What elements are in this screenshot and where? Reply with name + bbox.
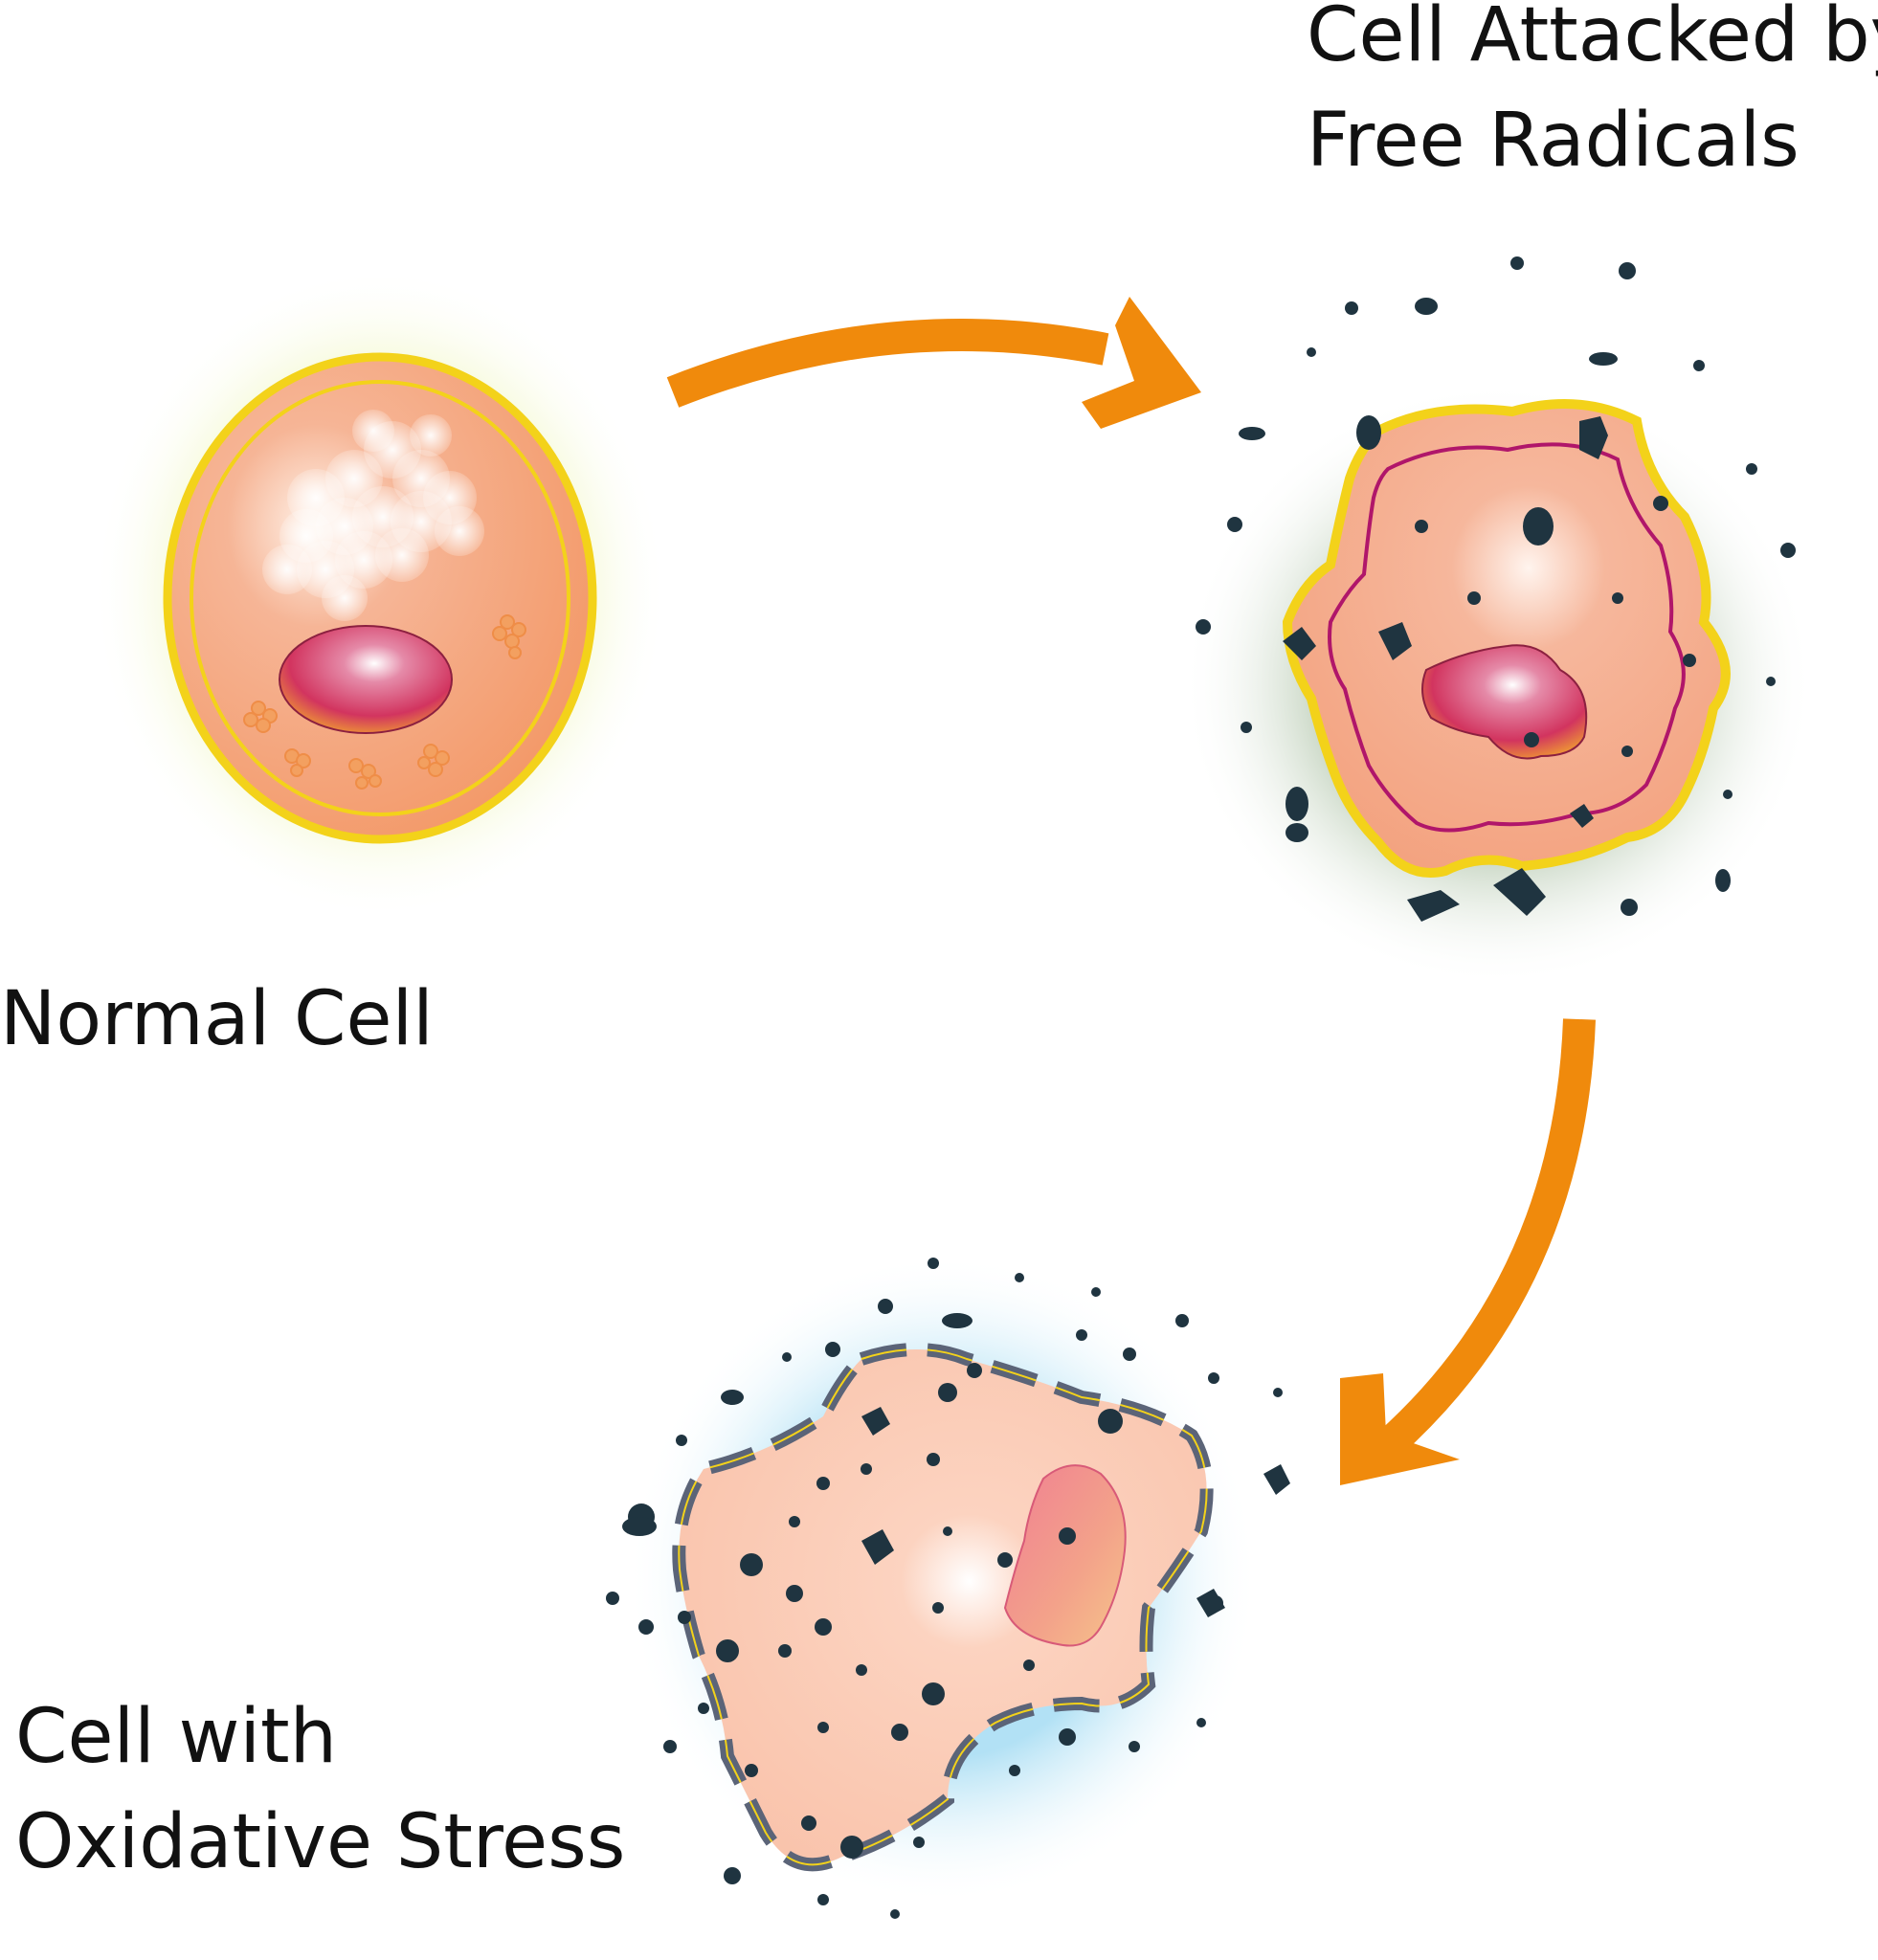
oxidative-cell: [606, 1254, 1290, 1919]
normal-cell-nucleus: [279, 625, 453, 734]
arrow-attacked-to-oxidative: [1340, 1018, 1596, 1485]
oxidative-cell-nucleus: [1003, 1464, 1127, 1647]
oxidative-cell-label: Cell with Oxidative Stress: [15, 1684, 625, 1895]
attacked-cell: [1182, 256, 1814, 986]
attacked-cell-membrane: [1282, 399, 1731, 878]
normal-cell-label: Normal Cell: [0, 967, 434, 1072]
arrow-normal-to-attacked: [666, 297, 1201, 429]
attacked-cell-label-line1: Cell Attacked by: [1307, 0, 1878, 78]
oxidative-cell-label-line1: Cell with: [15, 1694, 338, 1780]
normal-cell: [93, 268, 667, 919]
attacked-cell-radicals: [1196, 256, 1796, 922]
attacked-cell-label: Cell Attacked by Free Radicals: [1307, 0, 1878, 193]
attacked-cell-nucleus: [1421, 644, 1588, 760]
attacked-cell-label-line2: Free Radicals: [1307, 98, 1800, 184]
normal-cell-inner-membrane: [190, 380, 570, 816]
normal-cell-orange-granules: [243, 614, 526, 790]
arrow-head-1-icon: [1082, 297, 1201, 429]
arrow-head-2-icon: [1340, 1373, 1460, 1485]
oxidative-cell-membrane-outline: [678, 1348, 1208, 1866]
arrow-curve-1: [666, 319, 1109, 408]
oxidative-cell-radicals: [606, 1258, 1290, 1919]
arrow-curve-2: [1376, 1018, 1596, 1458]
normal-cell-granule-cluster: [262, 410, 484, 621]
normal-cell-label-text: Normal Cell: [0, 976, 434, 1062]
oxidative-cell-label-line2: Oxidative Stress: [15, 1799, 626, 1885]
